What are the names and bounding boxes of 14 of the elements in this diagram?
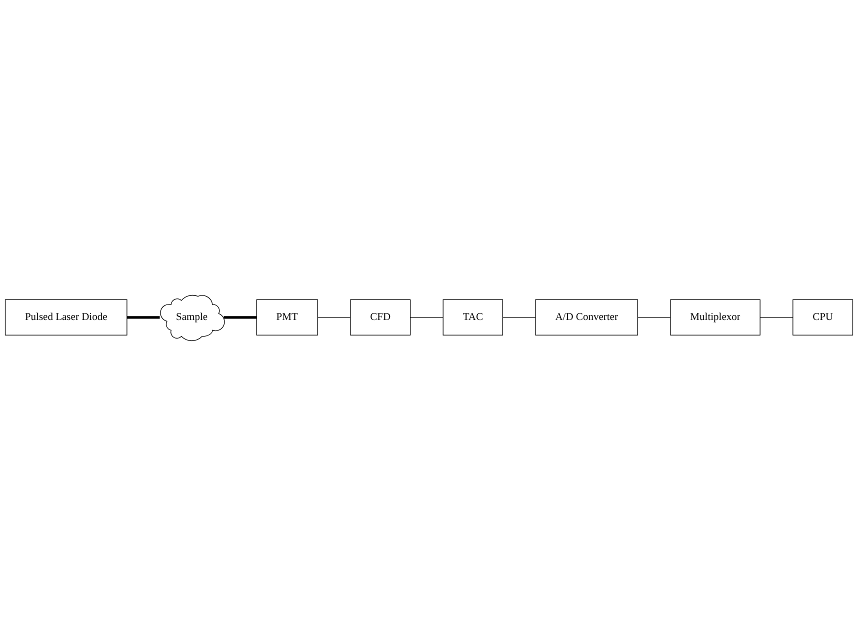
connector (317, 316, 351, 318)
node-box: PMT (256, 298, 318, 335)
node-box: A/D Converter (535, 298, 638, 335)
connector (502, 316, 536, 318)
node-box: CFD (350, 298, 411, 335)
connector (637, 316, 671, 318)
connector (126, 316, 160, 318)
connector (760, 316, 794, 318)
node-box: Multiplexor (670, 298, 760, 335)
node-box: CPU (792, 298, 854, 335)
node-box: Pulsed Laser Diode (4, 298, 128, 335)
node-box: TAC (442, 298, 504, 335)
connector (224, 316, 257, 318)
connector (410, 316, 444, 318)
